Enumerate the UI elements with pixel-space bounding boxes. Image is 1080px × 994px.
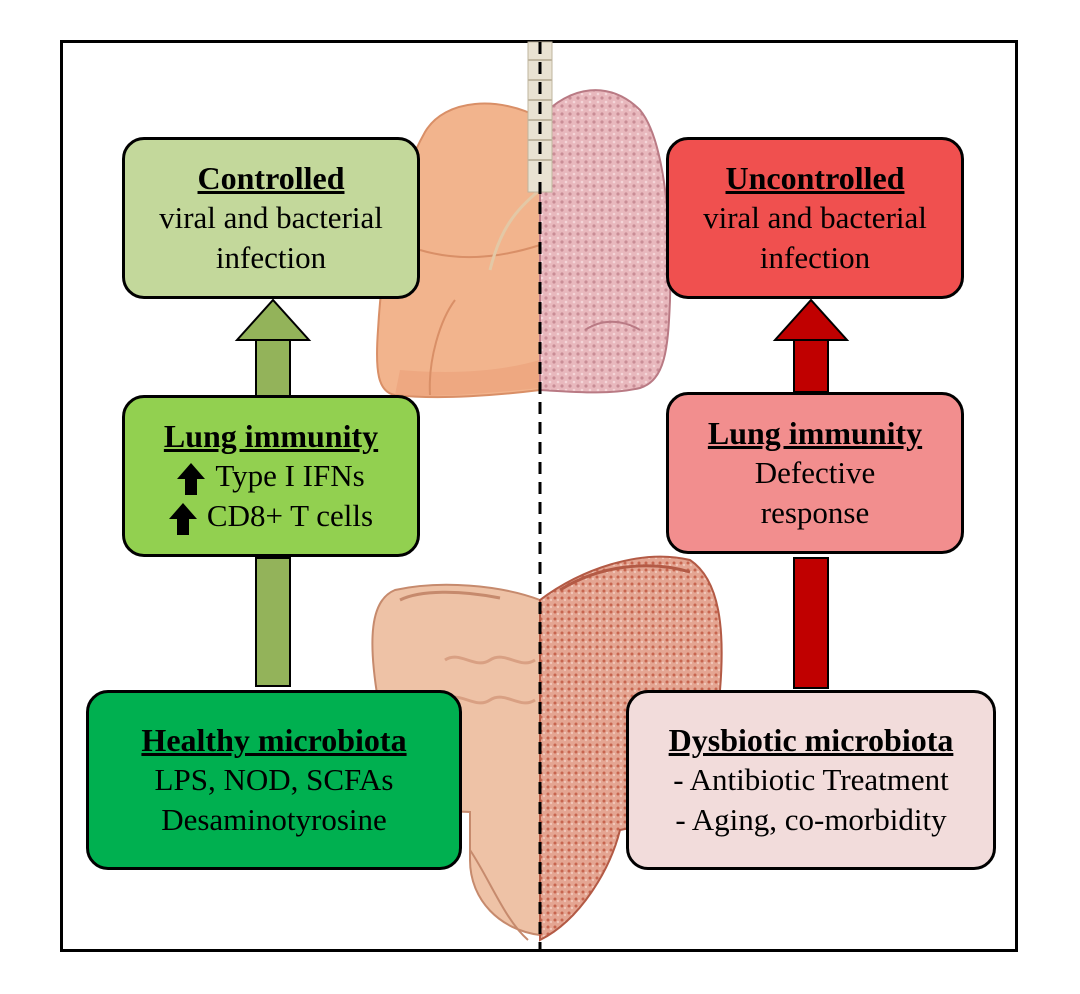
healthy-microbiota-line-2: Desaminotyrosine [161,802,387,837]
healthy-microbiota-heading: Healthy microbiota [141,722,407,758]
right-lung-immunity-box: Lung immunity Defective response [666,392,964,554]
dysbiotic-microbiota-box: Dysbiotic microbiota - Antibiotic Treatm… [626,690,996,870]
cd8-t-cells-line: CD8+ T cells [168,496,374,536]
up-arrow-icon [177,462,206,495]
diseased-lung-illustration [539,89,672,394]
uncontrolled-line-2: infection [759,240,871,275]
up-arrow-icon [168,502,197,535]
defective-line: Defective [754,455,876,490]
dysbiotic-upward-arrow [772,298,850,689]
healthy-microbiota-box: Healthy microbiota LPS, NOD, SCFAs Desam… [86,690,462,870]
healthy-microbiota-line-1: LPS, NOD, SCFAs [154,762,394,797]
aging-comorbidity-line: - Aging, co-morbidity [675,802,947,837]
controlled-heading: Controlled [197,160,345,196]
controlled-line-1: viral and bacterial [159,200,383,235]
healthy-upward-arrow [234,298,312,687]
dysbiotic-microbiota-heading: Dysbiotic microbiota [668,722,954,758]
cd8-t-cells-text: CD8+ T cells [206,498,374,533]
left-lung-immunity-heading: Lung immunity [163,418,379,454]
type-i-ifns-line: Type I IFNs [177,456,365,496]
response-line: response [760,495,870,530]
antibiotic-treatment-line: - Antibiotic Treatment [673,762,949,797]
controlled-infection-box: Controlled viral and bacterial infection [122,137,420,299]
right-lung-immunity-heading: Lung immunity [707,415,923,451]
uncontrolled-heading: Uncontrolled [725,160,905,196]
type-i-ifns-text: Type I IFNs [215,458,365,493]
uncontrolled-line-1: viral and bacterial [703,200,927,235]
controlled-line-2: infection [215,240,327,275]
uncontrolled-infection-box: Uncontrolled viral and bacterial infecti… [666,137,964,299]
left-lung-immunity-box: Lung immunity Type I IFNs CD8+ T cells [122,395,420,557]
